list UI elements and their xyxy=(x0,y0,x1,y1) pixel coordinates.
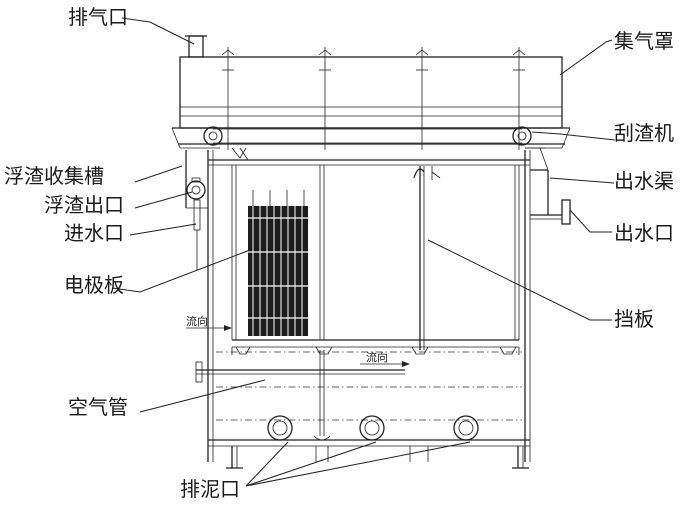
label-scraper: 刮渣机 xyxy=(614,121,674,145)
exhaust-port xyxy=(185,35,207,58)
gas-hood xyxy=(179,47,563,150)
baffle xyxy=(413,166,441,350)
label-flow-bottom: 流向 xyxy=(366,350,388,364)
label-water-outlet: 出水口 xyxy=(614,221,674,245)
electrode-plates xyxy=(248,190,308,336)
leader-lines xyxy=(111,17,616,487)
air-pipe xyxy=(195,350,405,441)
flow-arrows xyxy=(186,325,410,367)
scum-trough-assembly xyxy=(185,150,208,270)
label-air-pipe: 空气管 xyxy=(68,395,128,419)
sludge-outlets xyxy=(267,415,479,441)
label-scum-outlet: 浮渣出口 xyxy=(44,193,124,217)
label-baffle: 挡板 xyxy=(614,307,654,331)
label-electrode-plate: 电极板 xyxy=(64,273,124,297)
label-sludge-outlet: 排泥口 xyxy=(180,477,240,501)
label-water-inlet: 进水口 xyxy=(64,221,124,245)
outlet-channel-assembly xyxy=(525,147,571,225)
label-flow-left: 流向 xyxy=(186,314,208,328)
scraper-mechanism xyxy=(171,126,571,161)
label-gas-hood: 集气罩 xyxy=(614,29,674,53)
label-exhaust-port: 排气口 xyxy=(68,5,128,29)
label-outlet-channel: 出水渠 xyxy=(614,169,674,193)
label-scum-trough: 浮渣收集槽 xyxy=(4,164,104,188)
